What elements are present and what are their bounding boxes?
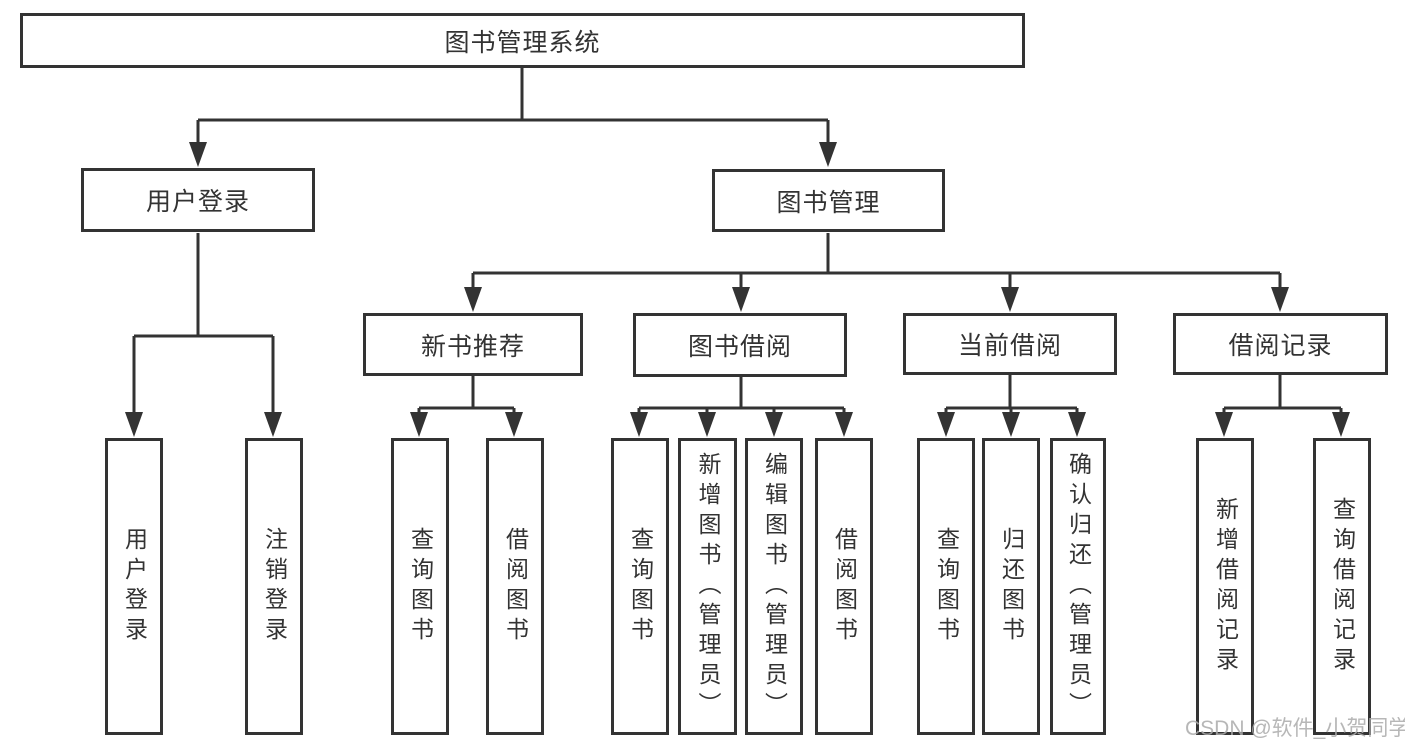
leaf-confirm-return-admin: 确认归还（管理员） (1050, 438, 1106, 735)
node-label: 图书借阅 (687, 333, 792, 361)
node-book-management: 图书管理 (712, 169, 945, 232)
leaf-label: 查询借阅记录 (1329, 496, 1356, 677)
leaf-label: 查询图书 (933, 526, 960, 647)
node-current-borrow: 当前借阅 (903, 313, 1117, 375)
node-label: 当前借阅 (957, 332, 1062, 360)
node-label: 借阅记录 (1228, 332, 1333, 360)
leaf-label: 编辑图书（管理员） (761, 451, 788, 722)
leaf-user-login: 用户登录 (105, 438, 163, 735)
leaf-label: 确认归还（管理员） (1065, 451, 1092, 722)
node-label: 图书管理系统 (444, 28, 601, 57)
node-borrow-records: 借阅记录 (1173, 313, 1388, 375)
leaf-label: 注销登录 (261, 526, 288, 647)
leaf-edit-books-admin: 编辑图书（管理员） (745, 438, 803, 735)
node-label: 新书推荐 (420, 332, 525, 361)
leaf-query-borrow-record: 查询借阅记录 (1313, 438, 1371, 735)
leaf-query-books-current: 查询图书 (917, 438, 975, 735)
csdn-watermark: CSDN @软件_小贺同学 (1185, 717, 1405, 740)
leaf-query-books-borrow: 查询图书 (611, 438, 669, 735)
node-user-login: 用户登录 (81, 168, 315, 232)
leaf-query-books-recommend: 查询图书 (391, 438, 449, 735)
leaf-label: 新增图书（管理员） (695, 451, 721, 722)
leaf-label: 借阅图书 (831, 526, 858, 647)
leaf-label: 查询图书 (627, 526, 654, 647)
leaf-borrow-books: 借阅图书 (815, 438, 873, 735)
leaf-label: 用户登录 (121, 526, 148, 647)
node-label: 用户登录 (145, 188, 250, 216)
leaf-label: 归还图书 (998, 526, 1025, 647)
node-library-management-system: 图书管理系统 (20, 13, 1025, 68)
node-new-book-recommend: 新书推荐 (363, 313, 583, 376)
leaf-label: 借阅图书 (502, 526, 529, 647)
leaf-logout: 注销登录 (245, 438, 303, 735)
leaf-label: 新增借阅记录 (1212, 496, 1239, 677)
leaf-borrow-books-recommend: 借阅图书 (486, 438, 544, 735)
leaf-add-borrow-record: 新增借阅记录 (1196, 438, 1254, 735)
leaf-return-books: 归还图书 (982, 438, 1040, 735)
node-label: 图书管理 (776, 188, 881, 217)
leaf-label: 查询图书 (407, 526, 434, 647)
leaf-add-books-admin: 新增图书（管理员） (678, 438, 737, 735)
node-book-borrow: 图书借阅 (633, 313, 847, 377)
